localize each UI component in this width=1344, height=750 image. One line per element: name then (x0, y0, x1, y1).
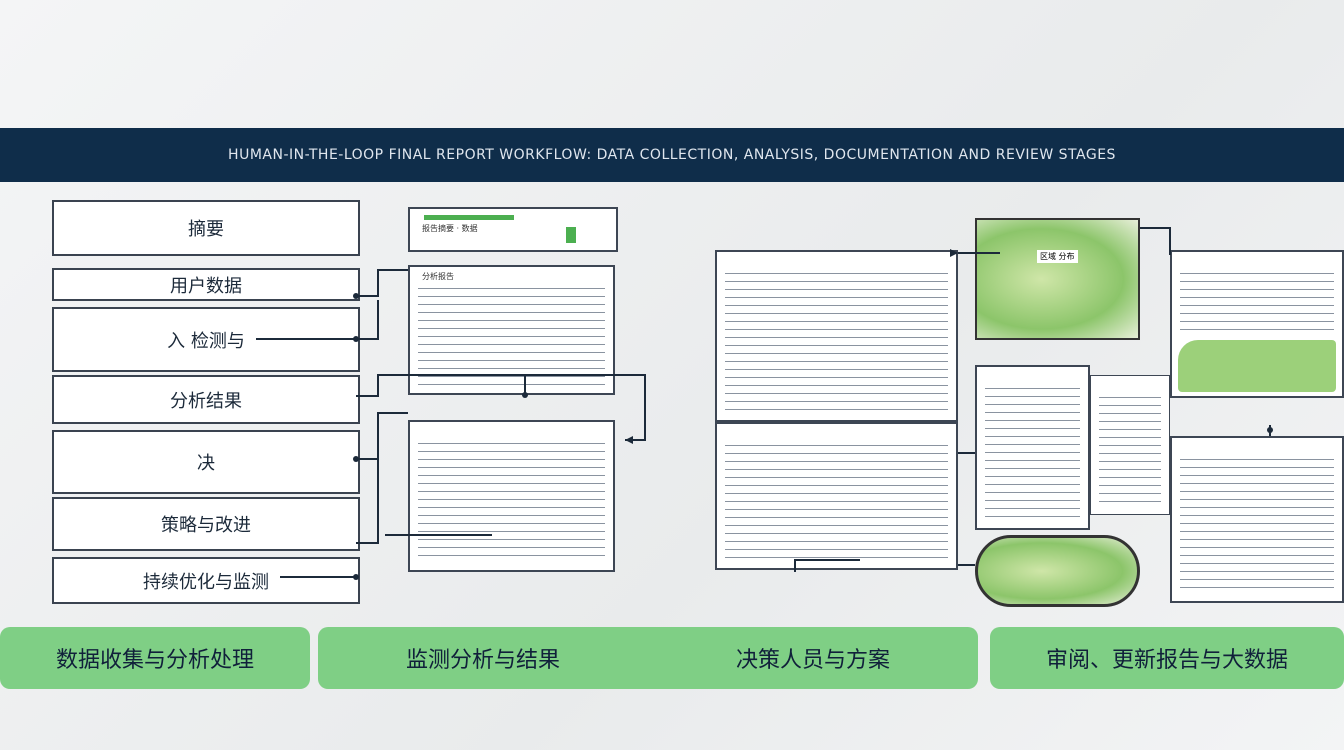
step-label: 持续优化与监测 (143, 571, 269, 593)
review-doc[interactable] (975, 365, 1090, 530)
doc-text-lines (1180, 452, 1334, 593)
review-doc[interactable] (1090, 375, 1170, 515)
stage-banner-analysis[interactable]: 监测分析与结果 决策人员与方案 (318, 627, 978, 689)
doc-text-lines (1180, 266, 1334, 336)
summary-doc[interactable]: 报告摘要 · 数据 (408, 207, 618, 252)
doc-text-lines (418, 436, 605, 562)
step-box[interactable]: 策略与改进 (52, 497, 360, 551)
report-doc[interactable] (408, 420, 615, 572)
doc-text-lines (725, 266, 948, 412)
doc-text-lines (418, 281, 605, 385)
stage-label: 监测分析与结果 (405, 648, 560, 673)
doc-title: 报告摘要 · 数据 (422, 224, 478, 233)
map-thumbnail (1178, 340, 1336, 392)
header-banner: HUMAN-IN-THE-LOOP FINAL REPORT WORKFLOW:… (0, 128, 1344, 182)
step-box[interactable]: 分析结果 (52, 375, 360, 424)
region-map-oval[interactable] (975, 535, 1140, 607)
final-doc[interactable] (1170, 436, 1344, 603)
map-doc[interactable] (1170, 250, 1344, 398)
stage-label: 决策人员与方案 (735, 648, 890, 673)
stage-banner-review[interactable]: 审阅、更新报告与大数据 (990, 627, 1344, 689)
stage-banner-collect[interactable]: 数据收集与分析处理 (0, 627, 310, 689)
step-box[interactable]: 用户数据 (52, 268, 360, 301)
analysis-doc[interactable] (715, 250, 958, 422)
analysis-doc[interactable] (715, 422, 958, 570)
step-label: 摘要 (188, 219, 224, 240)
doc-title: 分析报告 (422, 272, 454, 281)
step-label: 入 检测与 (167, 330, 245, 352)
report-doc[interactable]: 分析报告 (408, 265, 615, 395)
step-box[interactable]: 持续优化与监测 (52, 557, 360, 604)
map-panel[interactable]: 区域 分布 (975, 218, 1140, 340)
doc-text-lines (985, 381, 1080, 520)
step-box[interactable]: 摘要 (52, 200, 360, 256)
step-label: 决 (197, 453, 215, 474)
map-label: 区域 分布 (1037, 250, 1078, 263)
step-box[interactable]: 决 (52, 430, 360, 494)
step-label: 分析结果 (170, 390, 242, 412)
stage-label: 数据收集与分析处理 (55, 648, 254, 673)
green-marker (566, 227, 576, 243)
step-label: 用户数据 (170, 275, 242, 297)
step-label: 策略与改进 (161, 515, 251, 536)
green-header-bar (424, 215, 514, 220)
doc-text-lines (1099, 390, 1161, 506)
doc-text-lines (725, 438, 948, 560)
stage-label: 审阅、更新报告与大数据 (1045, 648, 1288, 673)
